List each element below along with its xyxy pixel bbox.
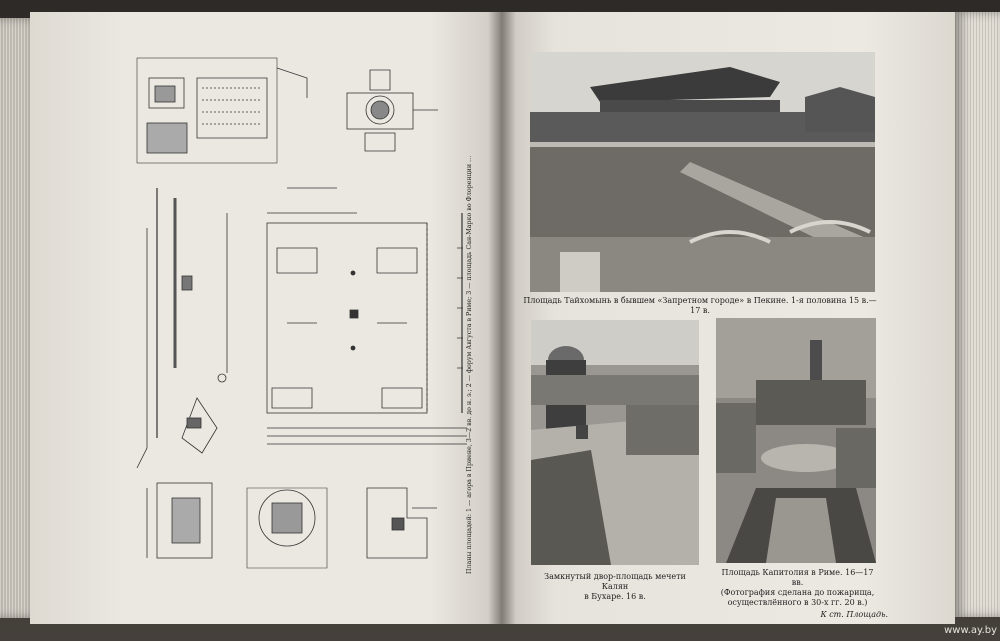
article-reference: К ст. Площадь. xyxy=(820,610,888,619)
photo-capitol-rome xyxy=(716,318,876,563)
caption-capitol-rome: Площадь Капитолия в Риме. 16—17 вв. (Фот… xyxy=(715,568,880,608)
plan-bottom-left xyxy=(146,482,213,559)
photo-bukhara-mosque xyxy=(531,320,699,565)
architectural-plans xyxy=(127,48,477,580)
caption-bukhara-line-2: в Бухаре. 16 в. xyxy=(584,592,646,601)
caption-capitol-line-1: Площадь Капитолия в Риме. 16—17 вв. xyxy=(721,568,874,587)
plan-top-right xyxy=(346,69,438,152)
plan-top-left xyxy=(136,57,308,164)
photo-forbidden-city xyxy=(530,52,875,292)
caption-capitol-line-2: (Фотография сделана до пожарища, xyxy=(720,588,875,597)
right-page-edges xyxy=(955,12,1000,617)
caption-capitol-line-3: осуществлённого в 30-х гг. 20 в.) xyxy=(727,598,868,607)
left-page xyxy=(30,12,500,624)
watermark: www.ay.by xyxy=(944,625,997,636)
caption-bukhara-line-1: Замкнутый двор-площадь мечети Калян xyxy=(544,572,686,591)
plan-bottom-right xyxy=(366,487,437,559)
caption-bukhara-mosque: Замкнутый двор-площадь мечети Калян в Бу… xyxy=(530,572,700,602)
plan-bottom-middle xyxy=(246,487,328,569)
book-gutter xyxy=(488,12,516,624)
caption-forbidden-city: Площадь Тайхомынь в бывшем «Запретном го… xyxy=(523,296,877,315)
left-page-vertical-caption: Планы площадей: 1 — агора в Приене, 3—2 … xyxy=(466,155,473,574)
plan-middle xyxy=(136,187,467,469)
